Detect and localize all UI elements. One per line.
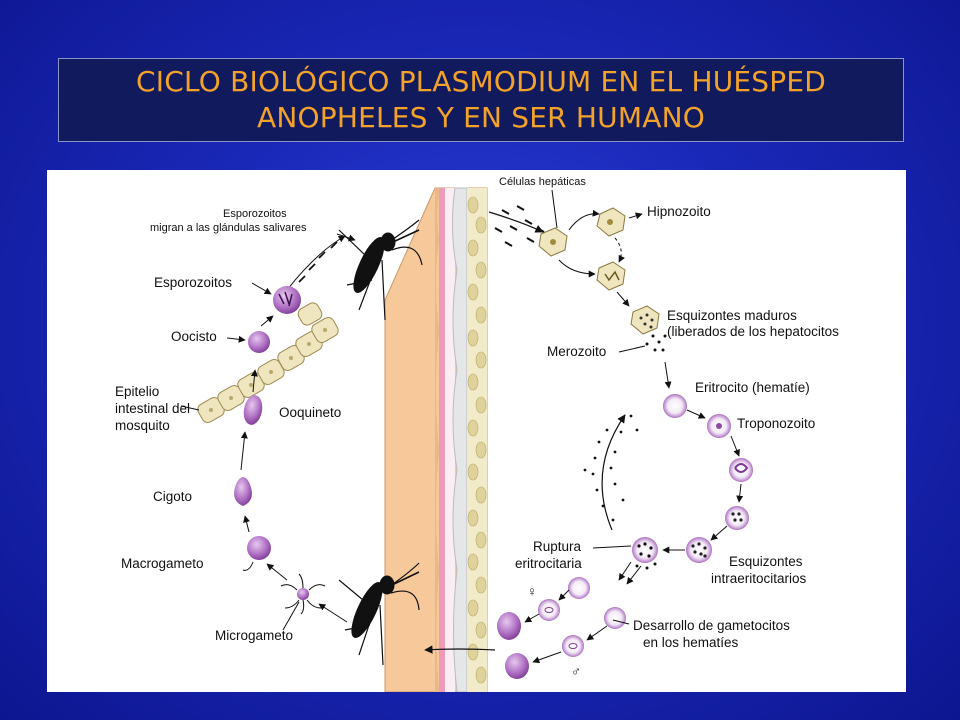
erythrocyte bbox=[663, 394, 687, 418]
skin-layers bbox=[384, 187, 488, 692]
esporozoitos-oocyst-icon bbox=[273, 286, 301, 314]
label-merozoito: Merozoito bbox=[547, 344, 606, 359]
label-esporozoitos-migran-2: migran a las glándulas salivares bbox=[150, 222, 307, 234]
label-cigoto: Cigoto bbox=[153, 489, 192, 504]
label-ruptura-2: eritrocitaria bbox=[515, 556, 582, 571]
macrogameto-icon bbox=[242, 536, 271, 571]
label-troponozoito: Troponozoito bbox=[737, 416, 815, 431]
label-gametocitos-2: en los hematíes bbox=[643, 635, 739, 650]
ooquineto-icon bbox=[243, 395, 263, 425]
gametocyte-rbc bbox=[604, 607, 626, 629]
life-cycle-diagram: Células hepáticas Hipnozoito Esquizontes… bbox=[47, 170, 906, 692]
gametocyte-rbc bbox=[562, 635, 584, 657]
intestinal-epithelium bbox=[197, 302, 339, 423]
microgameto-icon bbox=[280, 573, 326, 615]
hepatocyte-schizont bbox=[630, 305, 660, 335]
label-ruptura-1: Ruptura bbox=[533, 539, 582, 554]
label-esporozoitos: Esporozoitos bbox=[154, 275, 232, 290]
schizont-rbc bbox=[725, 506, 749, 530]
gametocyte-rbc bbox=[538, 599, 560, 621]
slide-title-line-2: ANOPHELES Y EN SER HUMANO bbox=[257, 101, 705, 134]
hepatocyte-developing bbox=[596, 261, 626, 291]
female-gametocyte bbox=[497, 612, 521, 640]
ruptured-rbc bbox=[632, 537, 658, 570]
trophozoite bbox=[707, 414, 731, 438]
female-symbol: ♀ bbox=[527, 584, 537, 599]
label-epitelio-3: mosquito bbox=[115, 418, 170, 433]
label-hipnozoito: Hipnozoito bbox=[647, 204, 711, 219]
label-microgameto: Microgameto bbox=[215, 628, 293, 643]
cigoto-icon bbox=[234, 477, 252, 506]
label-esporozoitos-migran-1: Esporozoitos bbox=[223, 208, 287, 220]
label-ooquineto: Ooquineto bbox=[279, 405, 341, 420]
free-merozoites bbox=[583, 414, 639, 522]
oocisto-icon bbox=[248, 331, 270, 353]
label-epitelio-1: Epitelio bbox=[115, 384, 159, 399]
label-esquizontes-maduros-1: Esquizontes maduros bbox=[667, 308, 797, 323]
merozoites bbox=[645, 334, 667, 352]
hipnozoito-cell bbox=[596, 207, 626, 237]
label-esquizontes-maduros-2: (liberados de los hepatocitos bbox=[667, 324, 839, 339]
label-eritrocito: Eritrocito (hematíe) bbox=[695, 380, 810, 395]
label-esquizontes-intra-2: intraeritocitarios bbox=[711, 571, 807, 586]
male-symbol: ♂ bbox=[571, 664, 581, 679]
mosquito-bottom-icon bbox=[338, 562, 420, 666]
label-macrogameto: Macrogameto bbox=[121, 556, 204, 571]
mature-schizont-rbc bbox=[686, 537, 712, 563]
migrating-sporozoites bbox=[298, 241, 338, 283]
title-box: CICLO BIOLÓGICO PLASMODIUM EN EL HUÉSPED… bbox=[58, 58, 904, 142]
label-gametocitos-1: Desarrollo de gametocitos bbox=[633, 618, 790, 633]
slide-title-line-1: CICLO BIOLÓGICO PLASMODIUM EN EL HUÉSPED bbox=[136, 65, 826, 98]
sporozoites-injected bbox=[494, 205, 545, 247]
ring-stage bbox=[729, 458, 753, 482]
hepatocyte-cell bbox=[538, 227, 568, 257]
gametocyte-rbc bbox=[568, 577, 590, 599]
label-esquizontes-intra-1: Esquizontes bbox=[729, 554, 803, 569]
label-celulas-hepaticas: Células hepáticas bbox=[499, 176, 586, 188]
label-oocisto: Oocisto bbox=[171, 329, 217, 344]
mosquito-top-icon bbox=[338, 219, 423, 321]
male-gametocyte bbox=[505, 653, 529, 679]
label-epitelio-2: intestinal del bbox=[115, 401, 190, 416]
